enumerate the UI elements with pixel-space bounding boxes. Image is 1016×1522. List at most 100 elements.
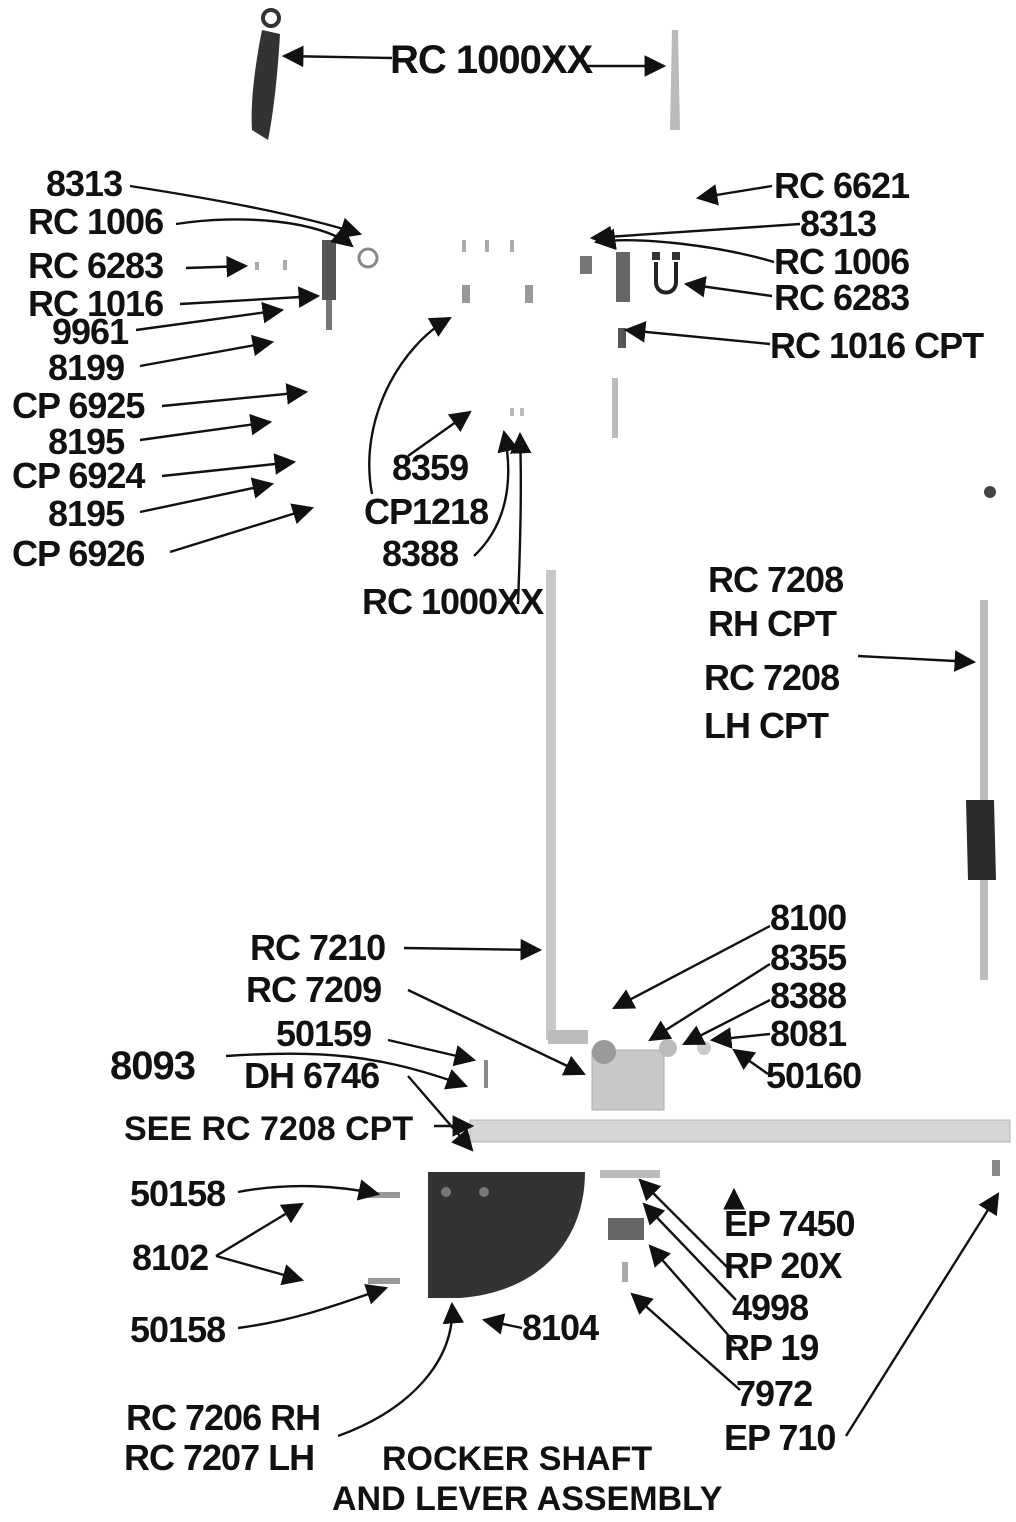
label-8388-bottom: 8388	[770, 975, 847, 1016]
arrow	[732, 1048, 769, 1075]
label-cp6926: CP 6926	[12, 533, 145, 574]
arrow	[473, 429, 519, 557]
sector-gear-part	[428, 1172, 585, 1298]
handle-right-part	[670, 30, 680, 130]
arrow	[237, 1283, 389, 1330]
arrow	[337, 1301, 465, 1438]
arrow	[185, 255, 249, 278]
label-rp20x: RP 20X	[724, 1245, 842, 1286]
label-rc7208-rh: RC 7208	[708, 559, 844, 600]
label-8102: 8102	[132, 1237, 209, 1278]
label-8093: 8093	[110, 1044, 196, 1088]
arrow	[175, 218, 354, 248]
arrow	[642, 1202, 737, 1301]
arrow	[215, 1254, 305, 1286]
label-50159: 50159	[276, 1013, 372, 1054]
rocker-bracket-part	[591, 1039, 711, 1111]
label-rc7210: RC 7210	[250, 927, 386, 968]
label-rc1006-right: RC 1006	[774, 241, 910, 282]
arrow	[509, 431, 532, 605]
arrow	[709, 1027, 771, 1049]
label-rh-cpt: RH CPT	[708, 603, 837, 644]
caption-rocker-shaft: ROCKER SHAFT	[382, 1440, 653, 1478]
arrow	[593, 228, 775, 264]
label-8104: 8104	[522, 1307, 599, 1348]
arrow	[169, 503, 315, 554]
arrow	[695, 184, 773, 206]
label-rc1006-left: RC 1006	[28, 201, 164, 242]
left-upper-parts	[255, 240, 379, 330]
arrow	[648, 962, 771, 1042]
right-upper-parts	[580, 252, 680, 438]
arrow	[638, 1178, 731, 1271]
label-cp6924: CP 6924	[12, 455, 145, 496]
arrow	[129, 184, 363, 239]
arrow	[215, 1202, 304, 1258]
label-8195-b: 8195	[48, 493, 125, 534]
arrow	[403, 938, 543, 961]
arrow	[135, 301, 285, 332]
label-cp1218: CP1218	[364, 491, 489, 532]
leader-arrows	[129, 45, 1000, 1438]
rocker-shaft-part	[469, 1119, 1011, 1143]
right-lever-part	[966, 486, 996, 980]
label-8081: 8081	[770, 1013, 847, 1054]
vertical-rod-part	[546, 570, 588, 1044]
arrow	[623, 321, 771, 346]
arrow	[844, 1192, 1000, 1437]
arrow	[407, 410, 472, 457]
label-rc7206-rh: RC 7206 RH	[126, 1397, 321, 1438]
label-cp6925: CP 6925	[12, 385, 145, 426]
label-8313-right: 8313	[800, 203, 877, 244]
label-7972: 7972	[736, 1373, 813, 1414]
label-rc7207-lh: RC 7207 LH	[124, 1437, 315, 1478]
label-lh-cpt: LH CPT	[704, 705, 829, 746]
arrow	[179, 286, 321, 308]
arrow	[612, 924, 771, 1010]
label-50160: 50160	[766, 1055, 862, 1096]
label-50158-b: 50158	[130, 1309, 226, 1350]
caption-lever-assembly: AND LEVER ASSEMBLY	[332, 1480, 723, 1518]
label-rc6283-left: RC 6283	[28, 245, 164, 286]
arrow	[281, 45, 393, 68]
arrow	[161, 453, 297, 478]
arrow	[387, 1038, 477, 1067]
label-8313-left: 8313	[46, 163, 123, 204]
arrow	[481, 1313, 523, 1335]
arrow	[648, 1244, 737, 1345]
label-8359: 8359	[392, 447, 469, 488]
arrow	[139, 413, 273, 442]
arrow	[139, 477, 275, 514]
arrow	[589, 222, 801, 248]
arrow	[682, 998, 771, 1046]
label-rp19: RP 19	[724, 1327, 819, 1368]
label-8100: 8100	[770, 897, 847, 938]
label-see-rc7208-cpt: SEE RC 7208 CPT	[124, 1110, 414, 1148]
handle-left-part	[251, 8, 281, 140]
label-8199: 8199	[48, 347, 125, 388]
arrow	[225, 1052, 469, 1090]
label-rc6621: RC 6621	[774, 165, 910, 206]
center-upper-parts	[462, 240, 533, 416]
label-ep710: EP 710	[724, 1417, 836, 1458]
arrow	[407, 1075, 474, 1152]
arrow	[857, 650, 977, 672]
arrow	[368, 316, 452, 495]
label-rc6283-right: RC 6283	[774, 277, 910, 318]
label-rc1016-cpt: RC 1016 CPT	[770, 325, 984, 366]
small-fasteners-part	[368, 1060, 1000, 1284]
label-rc7209: RC 7209	[246, 969, 382, 1010]
label-4998: 4998	[732, 1287, 809, 1328]
label-50158-a: 50158	[130, 1173, 226, 1214]
label-ep7450: EP 7450	[724, 1203, 855, 1244]
label-8388-center: 8388	[382, 533, 459, 574]
arrow	[630, 1292, 741, 1391]
label-rc1016-left: RC 1016	[28, 283, 164, 324]
label-9961: 9961	[52, 311, 129, 352]
label-rc7208-lh: RC 7208	[704, 657, 840, 698]
label-dh6746: DH 6746	[244, 1055, 380, 1096]
arrow	[683, 275, 773, 298]
label-8355: 8355	[770, 937, 847, 978]
